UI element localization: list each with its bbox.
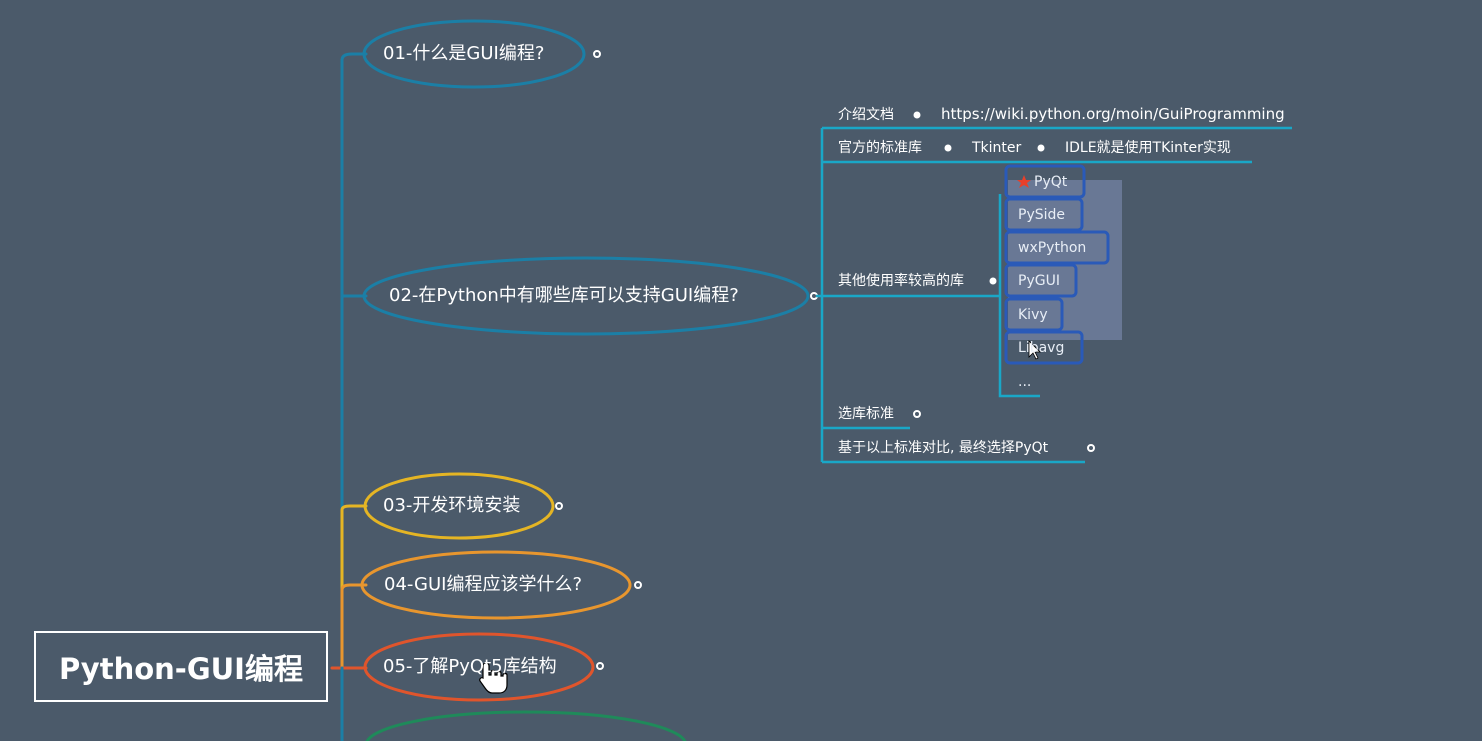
subtopic-doc-label[interactable]: 介绍文档 bbox=[838, 107, 894, 123]
expand-dot-conclusion bbox=[1087, 444, 1095, 452]
topic-01-label[interactable]: 01-什么是GUI编程? bbox=[383, 43, 545, 64]
lib-box-libavg bbox=[1004, 330, 1084, 365]
subtopic-others-label[interactable]: 其他使用率较高的库 bbox=[838, 273, 964, 289]
lib-pyqt[interactable]: PyQt bbox=[1034, 174, 1068, 190]
expand-dot-criteria bbox=[913, 410, 921, 418]
expand-dot-05 bbox=[596, 662, 604, 670]
branch-03 bbox=[340, 504, 368, 670]
topic-03-label[interactable]: 03-开发环境安装 bbox=[383, 495, 521, 516]
subtopic-std-value[interactable]: Tkinter bbox=[972, 140, 1022, 156]
hand-cursor-icon bbox=[479, 662, 508, 694]
subtopic-std-note[interactable]: IDLE就是使用TKinter实现 bbox=[1065, 140, 1231, 156]
topic-01-ellipse[interactable] bbox=[362, 19, 586, 89]
topic-06-ellipse[interactable] bbox=[365, 710, 687, 741]
branch-01 bbox=[340, 52, 368, 62]
lib-wxpython[interactable]: wxPython bbox=[1018, 240, 1087, 256]
lib-pyside[interactable]: PySide bbox=[1018, 207, 1066, 223]
lib-kivy[interactable]: Kivy bbox=[1018, 307, 1048, 323]
selection-overlay bbox=[1008, 180, 1122, 340]
subtopic-std-label[interactable]: 官方的标准库 bbox=[838, 140, 922, 156]
topic-02-ellipse[interactable] bbox=[362, 256, 810, 336]
topic-04-ellipse[interactable] bbox=[360, 550, 632, 620]
subtopic-conclusion-label[interactable]: 基于以上标准对比, 最终选择PyQt bbox=[838, 440, 1049, 456]
expand-dot-01 bbox=[593, 50, 601, 58]
topic-05-ellipse[interactable] bbox=[363, 632, 595, 702]
subtopic-criteria-label[interactable]: 选库标准 bbox=[838, 406, 894, 422]
lib-box-pyside bbox=[1004, 197, 1084, 232]
libs-trunk bbox=[998, 194, 1040, 398]
star-icon bbox=[1017, 175, 1031, 188]
topic-03-ellipse[interactable] bbox=[363, 472, 555, 540]
lib-box-pygui bbox=[1004, 263, 1078, 298]
topic-04-label[interactable]: 04-GUI编程应该学什么? bbox=[384, 574, 583, 595]
lib-box-kivy bbox=[1004, 297, 1064, 332]
lib-more[interactable]: ... bbox=[1018, 374, 1032, 390]
subtopic-doc-url[interactable]: https://wiki.python.org/moin/GuiProgramm… bbox=[941, 105, 1285, 123]
topic-02-label[interactable]: 02-在Python中有哪些库可以支持GUI编程? bbox=[389, 285, 739, 306]
expand-dot-04 bbox=[634, 581, 642, 589]
lib-libavg[interactable]: Libavg bbox=[1018, 340, 1065, 356]
root-node[interactable]: Python-GUI编程 bbox=[34, 631, 328, 702]
branch-04 bbox=[340, 583, 368, 670]
topic-05-label[interactable]: 05-了解PyQt5库结构 bbox=[383, 656, 557, 677]
lib-pygui[interactable]: PyGUI bbox=[1018, 273, 1060, 289]
lib-box-wxpython bbox=[1004, 230, 1110, 265]
expand-dot-03 bbox=[555, 502, 563, 510]
root-label: Python-GUI编程 bbox=[59, 651, 303, 686]
arrow-cursor-icon bbox=[1028, 340, 1041, 360]
lib-box-pyqt bbox=[1004, 164, 1086, 199]
